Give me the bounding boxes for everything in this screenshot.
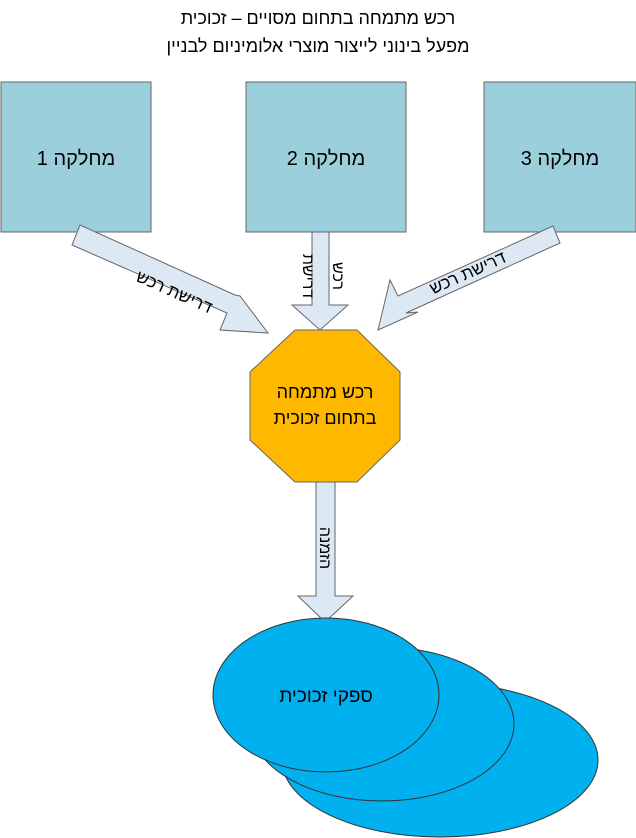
order-arrow bbox=[296, 481, 355, 623]
order-arrow-label: הזמנה bbox=[316, 527, 333, 569]
department-label-3: מחלקה 3 bbox=[521, 148, 599, 170]
hub-label-line2: בתחום זכוכית bbox=[274, 408, 377, 428]
demand-arrow-center-label-2: רכש bbox=[329, 262, 346, 290]
demand-arrow-center-label-1: דרישת bbox=[299, 254, 316, 298]
department-label-1: מחלקה 1 bbox=[37, 148, 115, 170]
demand-arrow-center bbox=[290, 231, 350, 331]
demand-arrow-left bbox=[71, 224, 270, 334]
hub-label-line1: רכש מתמחה bbox=[277, 382, 374, 402]
department-label-2: מחלקה 2 bbox=[287, 148, 365, 170]
supplier-label: ספקי זכוכית bbox=[279, 686, 373, 707]
demand-arrow-right bbox=[377, 225, 561, 331]
department-box-1 bbox=[0, 81, 152, 233]
diagram-title-line2: מפעל בינוני לייצור מוצרי אלומיניום לבניי… bbox=[166, 36, 470, 56]
diagram-title-line1: רכש מתמחה בתחום מסויים – זכוכית bbox=[180, 8, 456, 28]
purchasing-hub-octagon bbox=[249, 329, 401, 483]
department-box-2 bbox=[245, 81, 407, 233]
department-box-3 bbox=[483, 81, 636, 233]
demand-arrow-right-label: דרישת רכש bbox=[427, 248, 509, 298]
supplier-ellipse-front bbox=[212, 617, 440, 773]
